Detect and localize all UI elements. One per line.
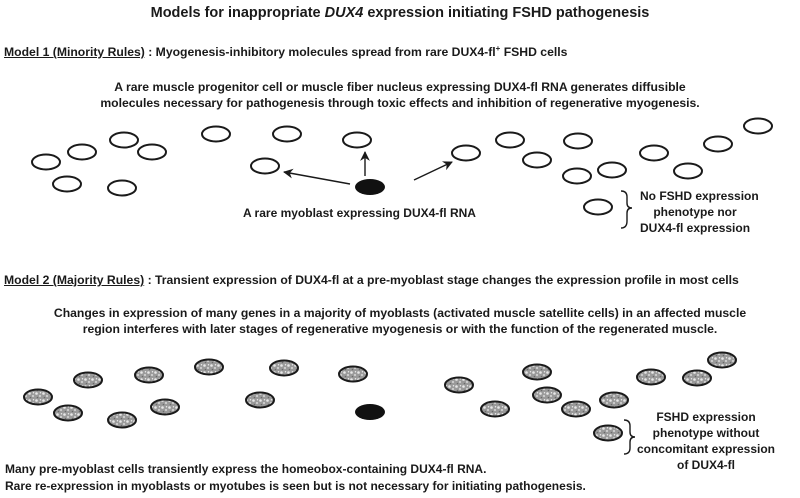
cell [272,125,302,143]
model2-brace [623,419,636,455]
model2-altered-cells [23,351,737,442]
cell [31,153,61,171]
cell [109,131,139,149]
cell [53,404,83,422]
cell [522,363,552,381]
arrow-left [283,168,351,185]
cell [682,369,712,387]
cell [269,359,299,377]
cell [338,365,368,383]
model1-label: Model 1 (Minority Rules) [4,45,145,60]
dux4-expressing-cell [355,404,385,420]
cell [250,157,280,175]
cell [639,144,669,162]
cell [636,368,666,386]
cell [673,162,703,180]
cell [583,198,613,216]
model1-myoblast-caption: A rare myoblast expressing DUX4-fl RNA [243,206,476,220]
arrow-right [413,161,453,181]
cell [107,179,137,197]
cell [599,391,629,409]
cell [561,400,591,418]
cell [495,131,525,149]
cell [67,143,97,161]
cell [194,358,224,376]
cell [150,398,180,416]
model2-footer-line2: Rare re-expression in myoblasts or myotu… [5,479,586,493]
cell [597,161,627,179]
page-title: Models for inappropriate DUX4 expression… [150,5,650,21]
cell [522,151,552,169]
cell [593,424,623,442]
cell [451,144,481,162]
cell [743,117,773,135]
model2-label: Model 2 (Majority Rules) [4,273,145,287]
model1-brace-label: No FSHD expression phenotype nor DUX4-fl… [640,189,759,235]
cell [23,388,53,406]
cell [562,167,592,185]
diffusion-arrows [283,151,453,185]
cell [703,135,733,153]
cell [201,125,231,143]
cell [342,131,372,149]
cell [563,132,593,150]
model1-brace [620,190,633,229]
cell [480,400,510,418]
cell [52,175,82,193]
cell [707,351,737,369]
model1-description-line1: A rare muscle progenitor cell or muscle … [114,80,686,94]
cell [137,143,167,161]
model2-brace-label: FSHD expression phenotype without concom… [636,410,776,472]
model1-heading: Model 1 (Minority Rules) : Myogenesis-in… [4,44,568,60]
cell [134,366,164,384]
cell [444,376,474,394]
cell [245,391,275,409]
model1-description-line2: molecules necessary for pathogenesis thr… [100,96,700,110]
model2-description-line2: region interferes with later stages of r… [82,322,718,336]
model2-heading: Model 2 (Majority Rules) : Transient exp… [4,273,739,287]
model1-normal-cells [31,117,773,216]
model2-description-line1: Changes in expression of many genes in a… [53,306,747,320]
gene-name: DUX4 [324,5,364,21]
cell [73,371,103,389]
dux4-expressing-myoblast [355,179,385,195]
cell [107,411,137,429]
model2-footer-line1: Many pre-myoblast cells transiently expr… [5,462,487,476]
cell [532,386,562,404]
